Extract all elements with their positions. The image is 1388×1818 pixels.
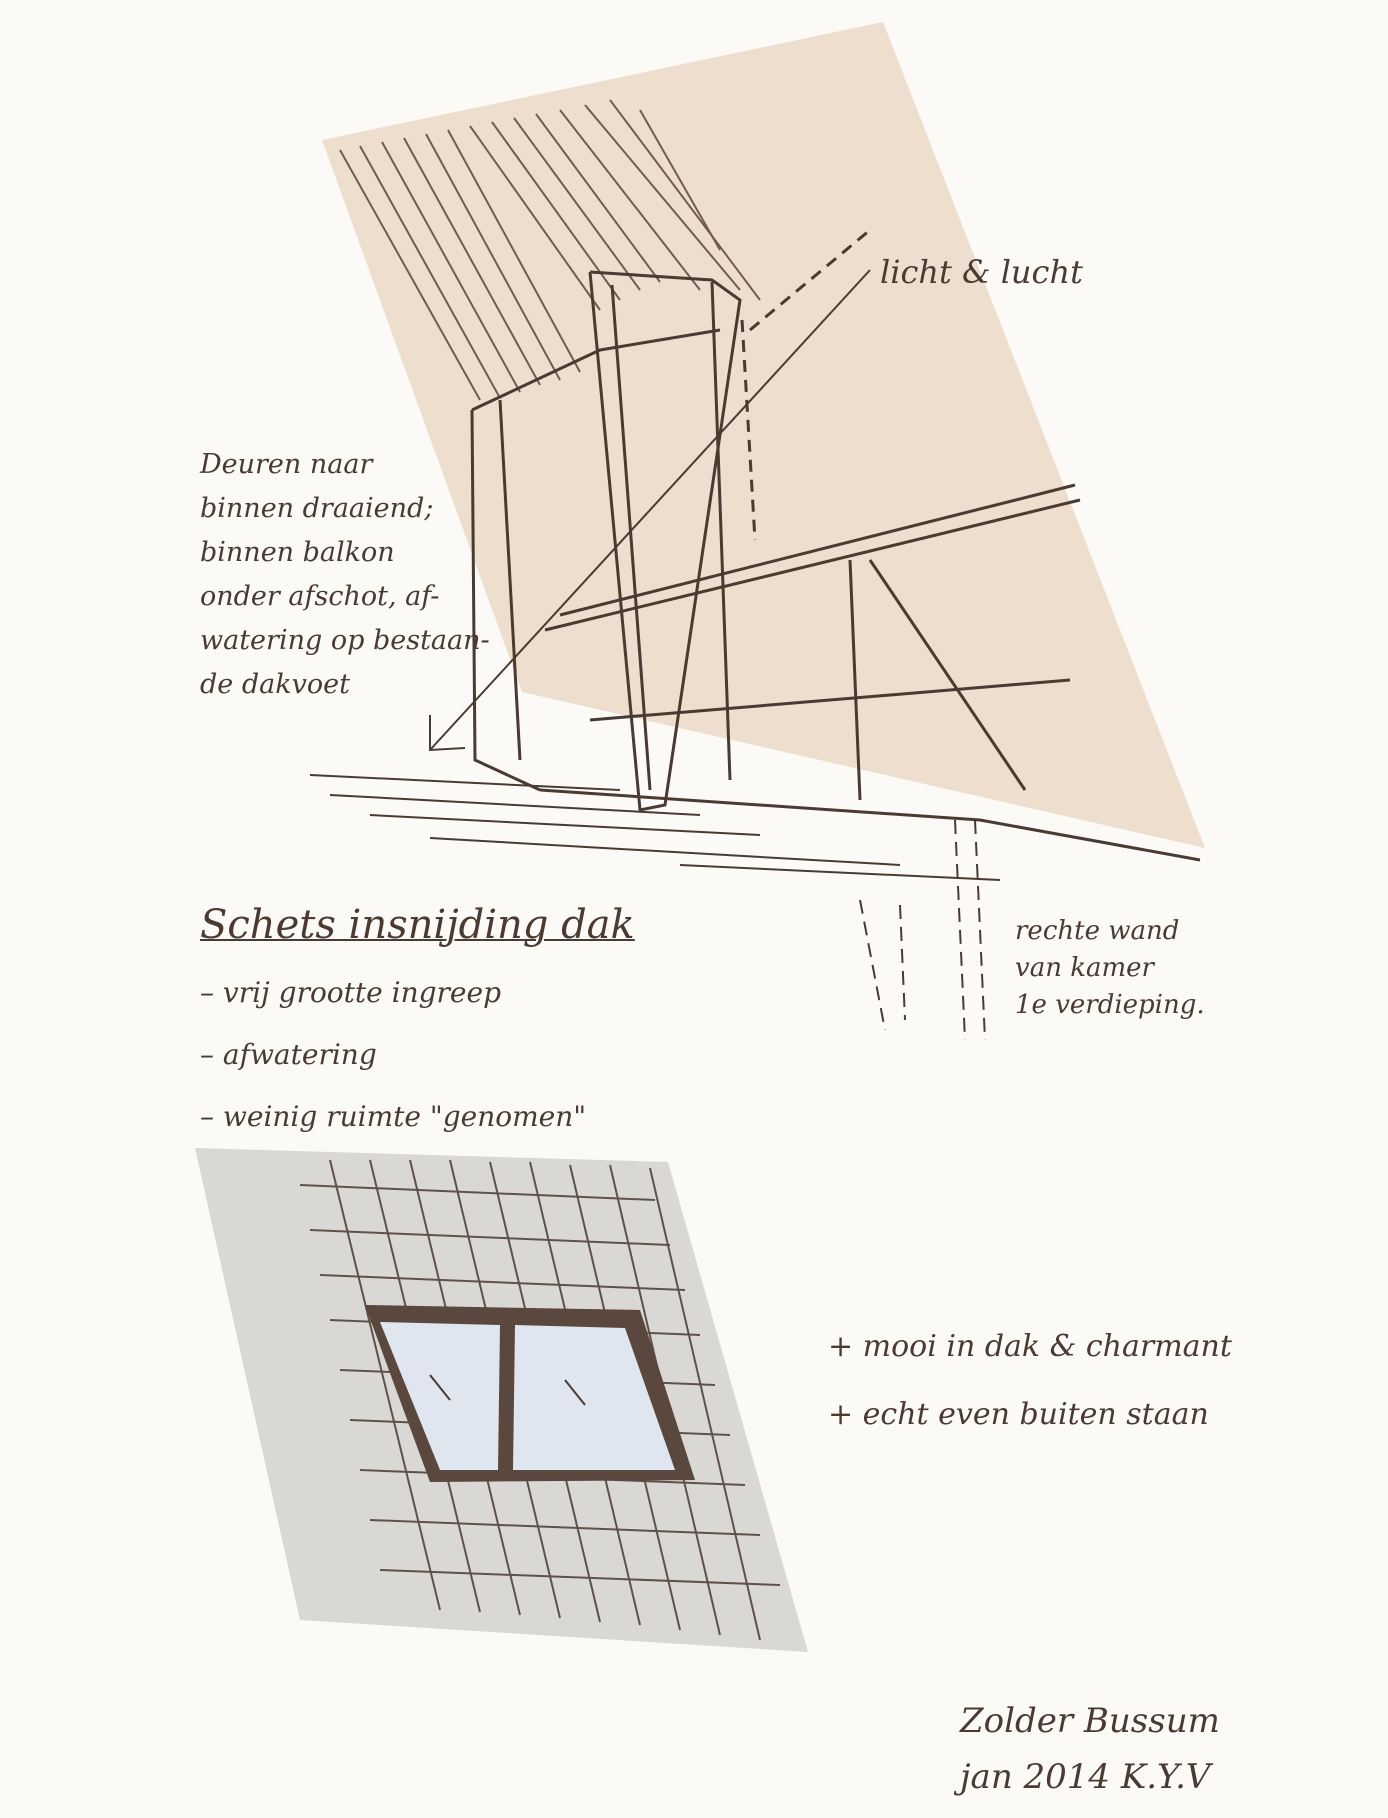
window-glass-left [380,1322,500,1470]
roof-hatching [339,99,761,401]
door-note-line: onder afschot, af- [200,581,440,612]
door-note-line: watering op bestaan- [200,625,490,656]
plus-point: + mooi in dak & charmant [828,1329,1232,1364]
wall-section [859,819,986,1041]
door-note-line: de dakvoet [200,669,350,700]
roof-window-sketch [195,1148,808,1652]
minus-point: – afwatering [200,1038,377,1071]
signature-line: jan 2014 K.Y.V [960,1757,1211,1797]
light-and-air-label: licht & lucht [880,253,1083,291]
wall-note-line: van kamer [1015,953,1154,983]
wall-note: rechte wand van kamer 1e verdieping. [1015,915,1205,1026]
sketch-title: Schets insnijding dak [200,902,635,948]
balcony-frame [470,228,1201,862]
door-note-line: Deuren naar [200,449,373,480]
floor-lines [309,774,1001,881]
minus-point: – vrij grootte ingreep [200,976,501,1009]
wall-note-line: rechte wand [1015,916,1180,946]
signature-line: Zolder Bussum [960,1701,1220,1741]
roof-incision-sketch [309,22,1205,1041]
window [365,1305,695,1482]
window-glass-right [513,1325,675,1470]
minus-point: – weinig ruimte "genomen" [200,1100,587,1133]
minus-points: – vrij grootte ingreep – afwatering – we… [200,975,586,1161]
plus-points: + mooi in dak & charmant + echt even bui… [828,1328,1232,1464]
door-note-line: binnen draaiend; [200,493,434,524]
signature: Zolder Bussum jan 2014 K.Y.V [960,1700,1220,1812]
wall-note-line: 1e verdieping. [1015,990,1205,1020]
plus-point: + echt even buiten staan [828,1397,1209,1432]
light-arrow [429,269,871,752]
door-note-line: binnen balkon [200,537,395,568]
door-note: Deuren naar binnen draaiend; binnen balk… [200,448,490,712]
